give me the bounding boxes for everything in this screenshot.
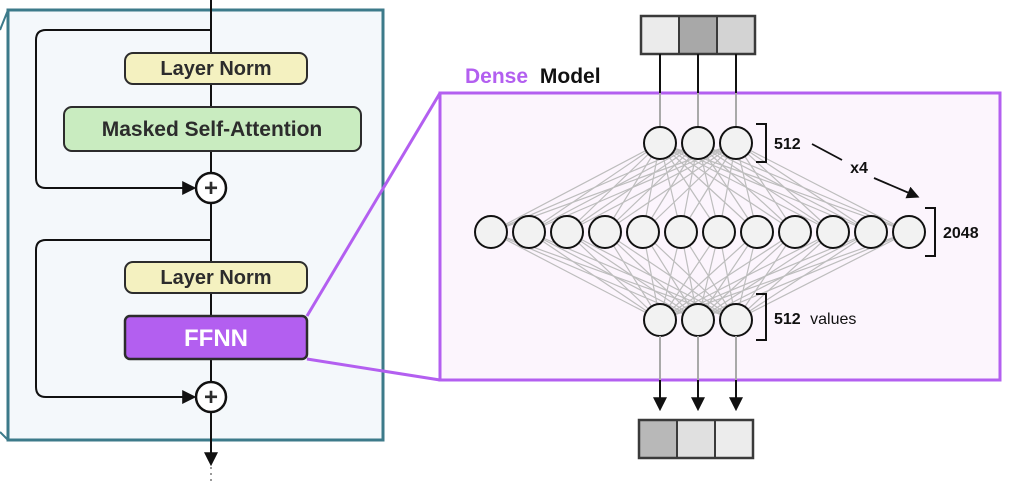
input-vector-cell [641,16,679,54]
input-vector-cell [679,16,717,54]
input-neuron [719,126,753,160]
neuron-connection [680,142,737,233]
output-neuron [643,303,677,337]
add-node-top: + [194,171,228,205]
residual-connection-top [35,29,211,195]
decoder-panel-edge-bottom [0,431,9,441]
hidden-layer-size-label: 2048 [943,225,979,242]
hidden-neuron [626,215,660,249]
hidden-layer-bracket [925,207,936,257]
hidden-neuron [816,215,850,249]
input-neuron [681,126,715,160]
layer-norm-bottom-block: Layer Norm [124,261,308,294]
neuron-connection [659,231,758,321]
residual-connection-bottom [35,239,211,404]
neuron-connection [490,142,661,233]
input-layer-size-label: 512 [774,136,801,153]
neuron-connection [735,142,796,233]
output-vector-cell [715,420,753,458]
masked-self-attention-block: Masked Self-Attention [63,106,362,152]
output-feed-lines [653,336,743,412]
input-feed-lines [659,54,737,127]
hidden-neuron [854,215,888,249]
output-vector [637,418,755,460]
ffnn-block: FFNN [123,314,309,361]
neuron-connection [566,142,737,233]
output-layer-count: 512 [774,311,801,328]
decoder-panel-edge-top [0,9,9,31]
neuron-connection [490,231,661,321]
neuron-connection [642,142,737,233]
input-layer [643,126,753,160]
output-layer-unit: values [810,311,856,328]
hidden-neuron [702,215,736,249]
zoom-line-top [305,92,442,317]
output-layer-bracket [756,293,767,341]
neuron-connection [735,142,872,233]
neuron-connection [604,231,661,321]
hidden-neuron [892,215,926,249]
output-neuron [681,303,715,337]
layer-norm-bottom-label: Layer Norm [160,267,271,289]
hidden-neuron [778,215,812,249]
ffnn-label: FFNN [184,325,248,352]
neuron-connection [735,142,910,233]
decoder-block: Layer Norm Masked Self-Attention + Layer… [0,0,385,482]
neuron-connection [604,142,737,233]
neuron-connection [659,231,796,321]
dense-model-title-rest: Model [540,65,601,88]
neuron-connection [528,231,661,321]
zoom-line-bottom [306,357,441,382]
output-layer [643,303,753,337]
hidden-neuron [550,215,584,249]
expansion-arrow-start [811,143,843,161]
neuron-connection [735,142,834,233]
hidden-neuron [474,215,508,249]
input-layer-bracket [756,123,767,163]
layer-norm-top-label: Layer Norm [160,58,271,80]
hidden-neuron [512,215,546,249]
hidden-neuron [740,215,774,249]
hidden-neuron [664,215,698,249]
output-vector-outline [637,418,755,460]
layer-norm-top-block: Layer Norm [124,52,308,85]
hidden-layer [474,215,926,249]
output-vector-cell [677,420,715,458]
input-vector [639,14,757,56]
dense-model: Dense Model [438,14,1002,460]
expansion-multiplier-label: x4 [850,160,868,177]
neuron-connection [735,231,910,321]
input-vector-cell [717,16,755,54]
output-layer-size-label: 512 values [774,311,856,328]
neuron-connection [659,231,720,321]
add-node-top-symbol: + [204,175,218,202]
add-node-bottom-symbol: + [204,384,218,411]
output-vector-cell [639,420,677,458]
output-neuron [719,303,753,337]
neuron-connection [566,231,661,321]
add-node-bottom: + [194,380,228,414]
input-neuron [643,126,677,160]
dense-model-title: Dense Model [465,65,601,88]
dense-model-title-accent: Dense [465,65,528,88]
hidden-neuron [588,215,622,249]
neuron-connection [659,231,834,321]
expansion-arrow-end [873,177,920,199]
masked-self-attention-label: Masked Self-Attention [102,118,323,141]
